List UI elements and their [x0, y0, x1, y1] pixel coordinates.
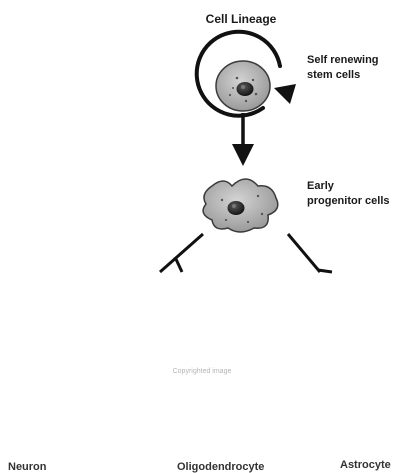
- stem-cell-nucleus: [237, 82, 254, 96]
- progenitor-label-line2: progenitor cells: [307, 195, 390, 207]
- progenitor-label-line1: Early: [307, 180, 335, 192]
- left-branch-arrow: [160, 234, 203, 272]
- stem-cell: [216, 61, 270, 111]
- progenitor-cell: [203, 179, 278, 232]
- astrocyte-label: Astrocyte: [340, 459, 391, 471]
- neuron-label: Neuron: [8, 461, 47, 473]
- oligodendrocyte-label: Oligodendrocyte: [177, 461, 264, 473]
- progenitor-cell-nucleus: [228, 201, 245, 215]
- diagram-title: Cell Lineage: [206, 12, 277, 26]
- copyright-watermark: Copyrighted image: [173, 368, 232, 375]
- stem-cell-label-line2: stem cells: [307, 69, 360, 81]
- down-arrow: [232, 113, 254, 166]
- right-branch-arrow: [288, 234, 332, 272]
- stem-cell-label-line1: Self renewing: [307, 54, 379, 66]
